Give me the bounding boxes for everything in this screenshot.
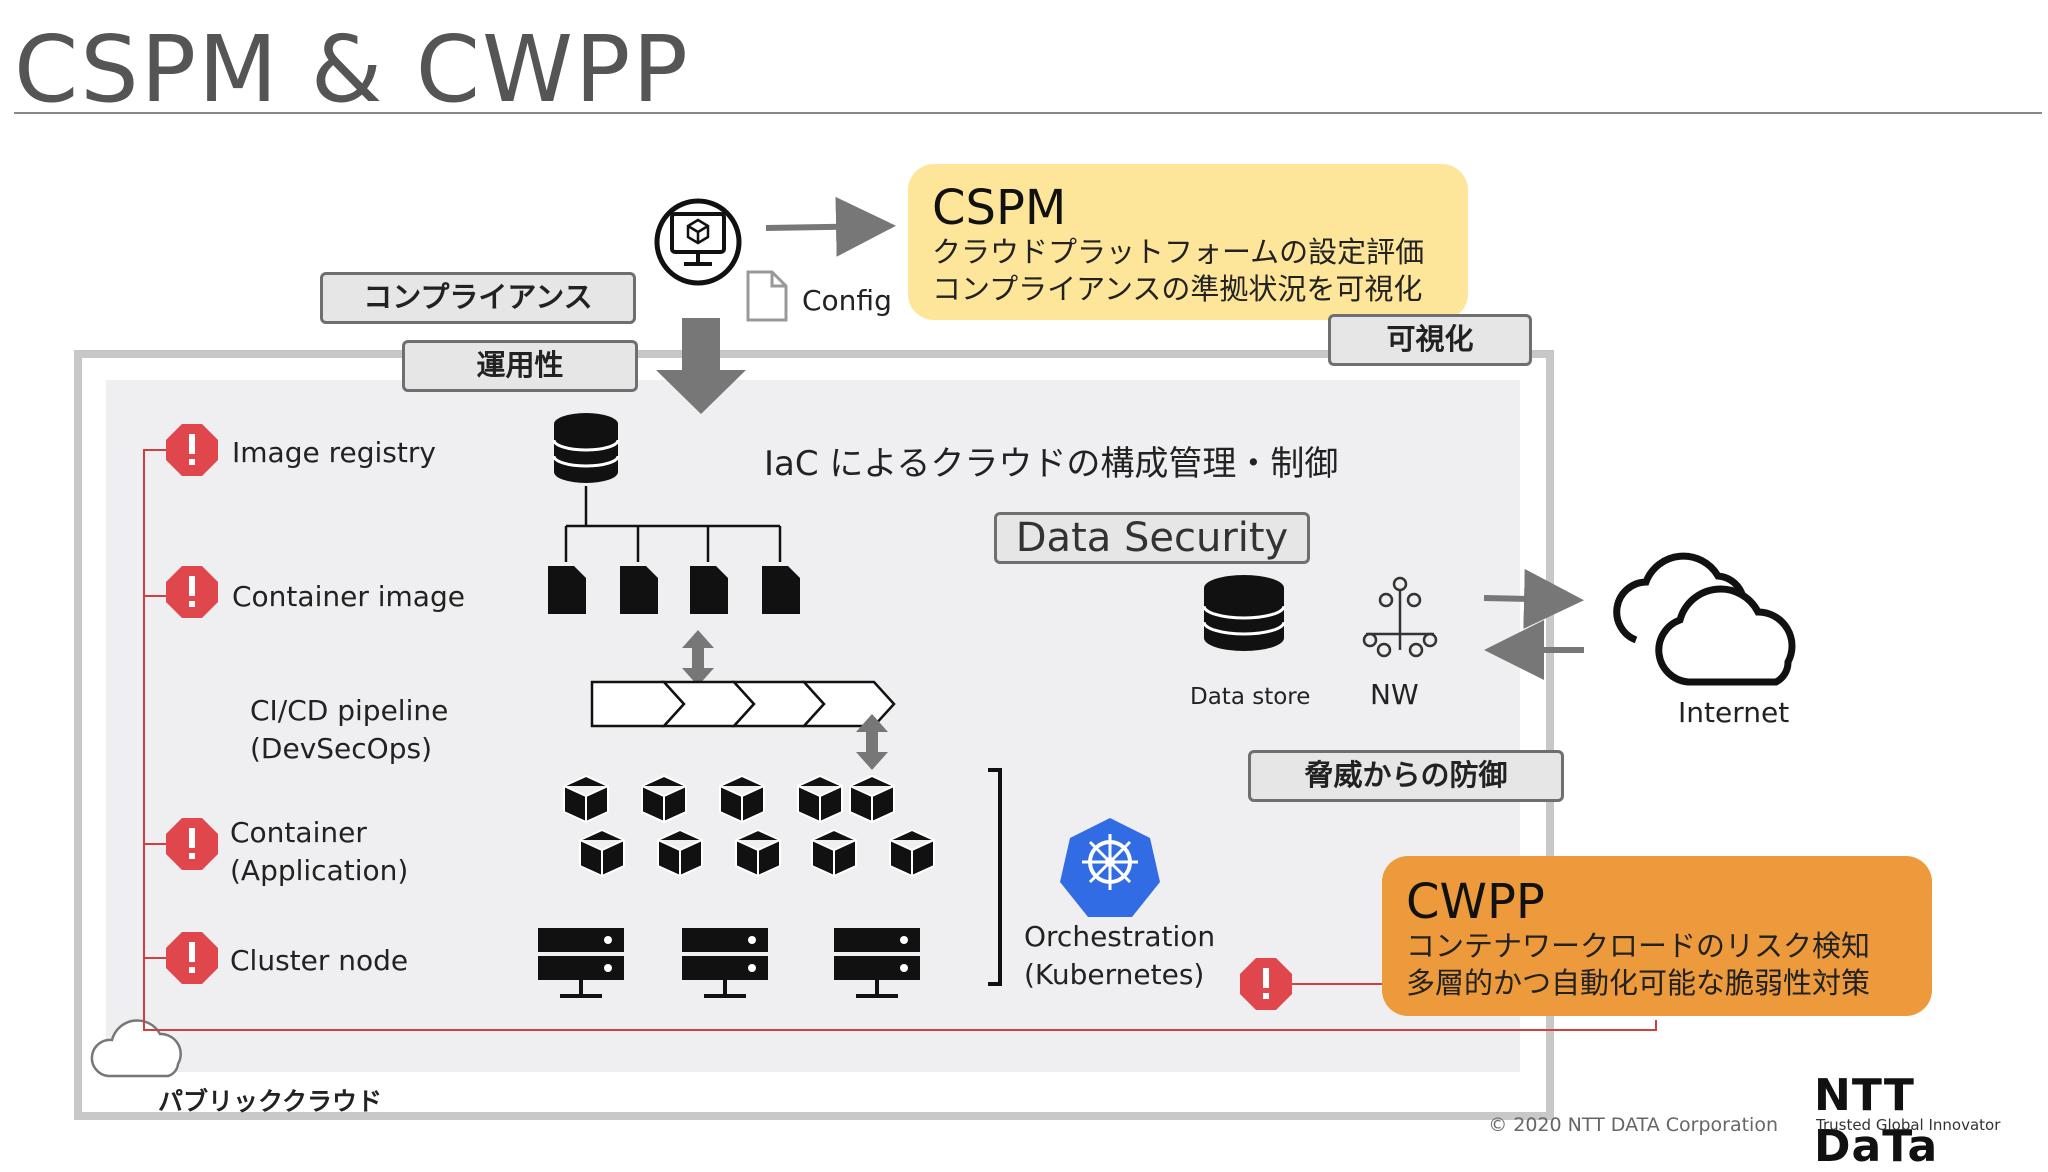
cspm-box: CSPM クラウドプラットフォームの設定評価 コンプライアンスの準拠状況を可視化 bbox=[908, 164, 1468, 320]
label-container-1: Container bbox=[230, 816, 367, 849]
config-label: Config bbox=[802, 284, 892, 317]
label-cicd-2: (DevSecOps) bbox=[250, 732, 432, 765]
iac-caption: IaC によるクラウドの構成管理・制御 bbox=[764, 444, 1339, 484]
label-internet: Internet bbox=[1678, 696, 1790, 729]
tag-compliance: コンプライアンス bbox=[320, 272, 636, 324]
server-icon bbox=[538, 928, 920, 998]
page-title: CSPM & CWPP bbox=[14, 16, 690, 123]
arrow-to-internet bbox=[1483, 568, 1584, 629]
risk-connector-lines bbox=[143, 449, 1657, 1031]
kubernetes-icon bbox=[1060, 818, 1160, 917]
ntt-data-tagline: Trusted Global Innovator bbox=[1816, 1116, 2001, 1134]
label-orchestration-1: Orchestration bbox=[1024, 920, 1216, 953]
registry-tree-lines bbox=[564, 486, 782, 562]
sync-arrow-2 bbox=[856, 714, 888, 770]
orchestration-bracket bbox=[988, 768, 1002, 986]
label-data-store: Data store bbox=[1190, 684, 1311, 710]
cwpp-line-1: コンテナワークロードのリスク検知 bbox=[1406, 929, 1871, 963]
cwpp-box: CWPP コンテナワークロードのリスク検知 多層的かつ自動化可能な脆弱性対策 bbox=[1382, 856, 1932, 1016]
cspm-line-1: クラウドプラットフォームの設定評価 bbox=[932, 235, 1425, 269]
sync-arrow-1 bbox=[682, 630, 714, 686]
cspm-heading: CSPM bbox=[932, 180, 1067, 236]
tag-data-security: Data Security bbox=[994, 512, 1310, 564]
data-store-icon bbox=[1202, 575, 1286, 651]
alert-octagon-icon bbox=[166, 424, 1292, 1010]
public-cloud-icon bbox=[90, 1019, 182, 1078]
label-container-image: Container image bbox=[232, 580, 465, 613]
file-icon bbox=[548, 566, 800, 614]
label-container-2: (Application) bbox=[230, 854, 409, 887]
cwpp-line-2: 多層的かつ自動化可能な脆弱性対策 bbox=[1406, 966, 1871, 1000]
label-cicd-1: CI/CD pipeline bbox=[250, 694, 449, 727]
label-cluster-node: Cluster node bbox=[230, 944, 409, 977]
tag-operability: 運用性 bbox=[402, 340, 638, 392]
label-orchestration-2: (Kubernetes) bbox=[1024, 958, 1205, 991]
cwpp-heading: CWPP bbox=[1406, 874, 1545, 930]
footer-copyright: © 2020 NTT DATA Corporation bbox=[1488, 1114, 1778, 1136]
database-icon bbox=[552, 413, 620, 483]
cspm-line-2: コンプライアンスの準拠状況を可視化 bbox=[932, 272, 1423, 306]
arrow-to-cspm bbox=[765, 196, 896, 257]
label-nw: NW bbox=[1370, 678, 1419, 711]
cube-icon bbox=[563, 774, 935, 878]
tag-visualization: 可視化 bbox=[1328, 314, 1532, 366]
document-icon bbox=[746, 270, 788, 322]
monitor-cube-icon bbox=[654, 198, 742, 286]
tag-threat-defense: 脅威からの防御 bbox=[1248, 750, 1564, 802]
cloud-icon bbox=[1613, 552, 1796, 686]
title-divider bbox=[14, 112, 2042, 114]
label-image-registry: Image registry bbox=[232, 436, 436, 469]
network-icon bbox=[1362, 576, 1438, 658]
down-arrow bbox=[656, 318, 746, 414]
label-public-cloud: パブリッククラウド bbox=[158, 1087, 383, 1116]
pipeline-chevrons bbox=[590, 680, 896, 728]
